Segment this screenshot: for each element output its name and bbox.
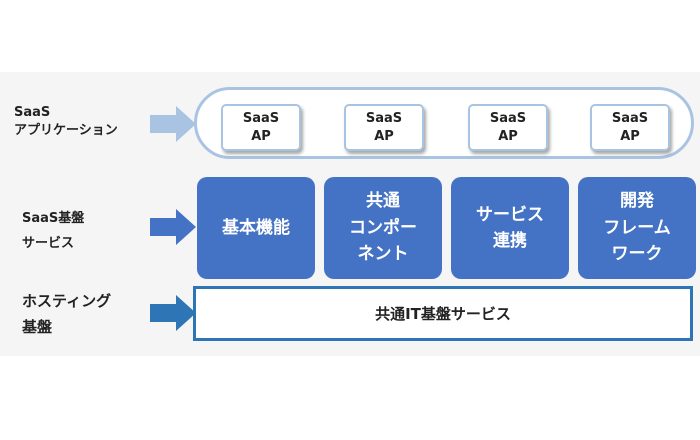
block-line: フレーム	[603, 217, 671, 238]
ap-box-line: AP	[498, 128, 518, 144]
hosting-common-it-services-box: 共通IT基盤サービス	[193, 286, 693, 341]
block-line: 基本機能	[222, 217, 290, 238]
arrow-right-icon	[150, 295, 196, 331]
row-label-line: ホスティング	[22, 292, 112, 310]
saas-ap-container: SaaS AP SaaS AP SaaS AP SaaS AP	[194, 87, 694, 159]
ap-box-line: AP	[620, 128, 640, 144]
hosting-box-label: 共通IT基盤サービス	[375, 305, 511, 323]
saas-ap-box: SaaS AP	[590, 104, 670, 151]
saas-ap-box: SaaS AP	[468, 104, 548, 151]
row-label-line: 基盤	[22, 318, 53, 337]
block-line: ネント	[357, 244, 409, 265]
saas-ap-box: SaaS AP	[221, 104, 301, 151]
row-label-line: サービス	[22, 235, 75, 251]
arrow-right-icon	[150, 106, 196, 142]
saas-ap-box: SaaS AP	[344, 104, 424, 151]
row-label-saas-application: SaaS アプリケーション	[14, 104, 118, 139]
row-label-line: アプリケーション	[14, 122, 118, 138]
ap-box-line: SaaS	[365, 110, 403, 126]
ap-box-line: AP	[374, 128, 394, 144]
row-label-line: SaaS基盤	[22, 211, 85, 226]
row-label-saas-platform: SaaS基盤 サービス	[22, 207, 84, 256]
block-line: 共通	[366, 191, 400, 212]
block-line: ワーク	[611, 244, 663, 265]
ap-box-line: SaaS	[242, 110, 280, 126]
arrow-right-icon	[150, 209, 196, 245]
block-line: 連携	[493, 231, 527, 251]
row-label-line: SaaS	[14, 105, 51, 120]
platform-block-basic-functions: 基本機能	[197, 177, 315, 279]
platform-block-common-components: 共通 コンポー ネント	[324, 177, 442, 279]
block-line: 開発	[620, 191, 654, 212]
block-line: コンポー	[349, 217, 417, 238]
row-label-hosting: ホスティング 基盤	[22, 288, 111, 341]
platform-block-service-integration: サービス 連携	[451, 177, 569, 279]
ap-box-line: SaaS	[611, 110, 649, 126]
ap-box-line: AP	[251, 128, 271, 144]
ap-box-line: SaaS	[489, 110, 527, 126]
platform-block-dev-framework: 開発 フレーム ワーク	[578, 177, 696, 279]
block-line: サービス	[476, 204, 544, 225]
